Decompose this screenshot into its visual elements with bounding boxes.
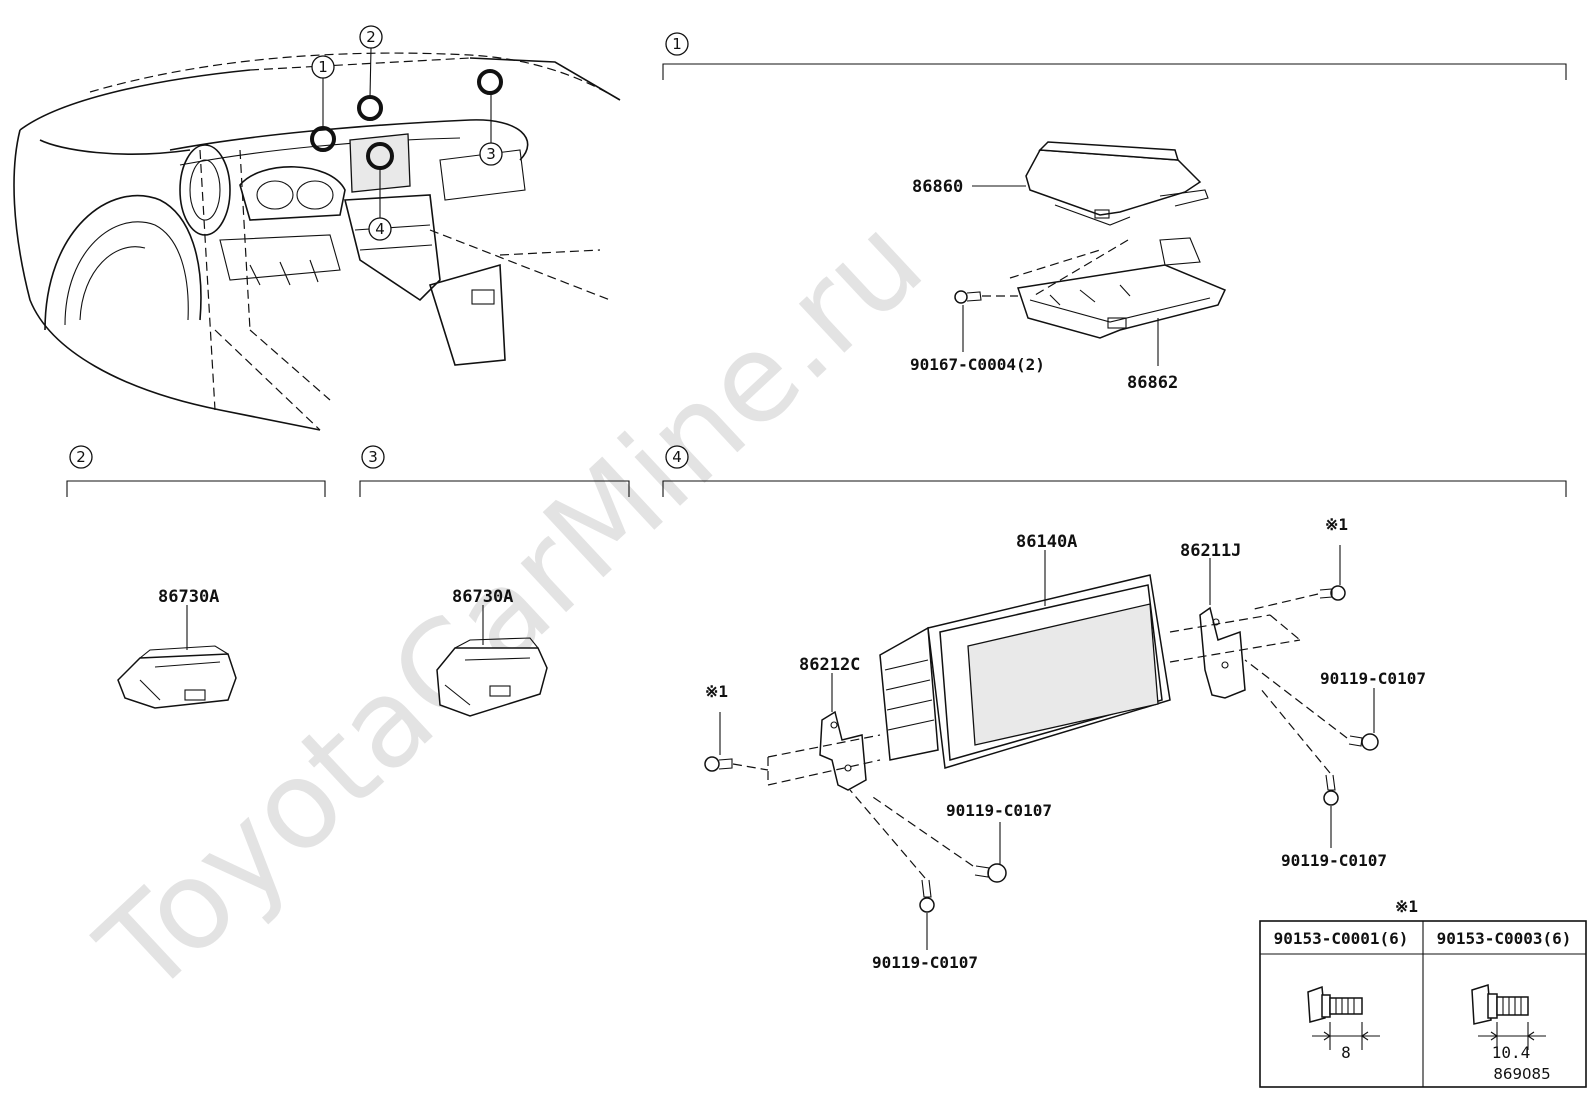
section-3: 3 86730A [359,445,630,717]
svg-text:3: 3 [486,145,496,163]
part-label-86212C: 86212C [799,655,860,675]
section-1-marker [665,32,689,56]
part-label-86211J: 86211J [1180,541,1241,561]
location-marker-1 [310,126,336,152]
part-label-86730A-section-2: 86730A [158,587,219,607]
part-86860-drawing [1025,141,1209,226]
section-3-label: 3 [368,448,378,466]
part-label-86140A: 86140A [1016,532,1077,552]
part-86211J-drawing [1169,606,1301,699]
note-mark-left: ※1 [705,682,728,701]
part-label-90119-C0107-right-upper: 90119-C0107 [1320,669,1426,688]
location-marker-3 [477,69,503,95]
section-1: 1 86860 86862 9 [662,32,1567,393]
section-3-marker [361,445,385,469]
bolt-table-mark: ※1 [1395,897,1418,916]
bolt-90119-center-drawing [869,794,1007,883]
svg-text:4: 4 [375,220,385,238]
overview-callout-2: 2 [359,25,383,49]
part-86730A-a-drawing [117,645,237,709]
part-label-90119-C0107-right-lower: 90119-C0107 [1281,851,1387,870]
section-2-label: 2 [76,448,86,466]
overview-callout-4: 4 [368,217,392,241]
section-2: 2 86730A [66,445,326,709]
section-4-label: 4 [672,448,682,466]
svg-text:1: 1 [318,58,328,76]
part-label-90167-C0004: 90167-C0004(2) [910,355,1045,374]
overview-car-interior: 1 2 3 4 [13,25,621,431]
bolt-90153-C0003-drawing [1471,984,1546,1050]
part-86862-drawing [1009,237,1227,339]
bolt-top-right-drawing [1249,545,1346,611]
location-marker-2 [357,95,383,121]
svg-text:2: 2 [366,28,376,46]
part-86730A-b-drawing [436,637,548,717]
part-86212C-drawing [767,710,881,791]
bolt-90119-right-lower-drawing [1259,687,1339,848]
bolt-left-drawing [704,712,769,772]
bolt-90119-bottom-drawing [849,789,935,950]
bolt-table-col2-part: 90153-C0003(6) [1437,929,1572,948]
overview-callout-3: 3 [479,142,503,166]
bolt-table: ※1 90153-C0001(6) 90153-C0003(6) 8 [1259,897,1587,1088]
diagram-code: 869085 [1493,1065,1550,1083]
bolt-table-col1-part: 90153-C0001(6) [1274,929,1409,948]
bolt-table-col2-dim: 10.4 [1492,1043,1531,1062]
part-label-86860: 86860 [912,177,963,197]
section-4-marker [665,445,689,469]
bolt-90167-drawing [954,290,1018,304]
part-label-90119-C0107-center: 90119-C0107 [946,801,1052,820]
bolt-90119-right-upper-drawing [1244,659,1379,751]
part-label-86862: 86862 [1127,373,1178,393]
part-label-86730A-section-3: 86730A [452,587,513,607]
section-1-label: 1 [672,35,682,53]
section-4: 4 86140A 86211J [662,445,1567,972]
part-86140A-drawing [879,574,1171,769]
overview-callout-1: 1 [311,55,335,79]
bolt-table-col1-dim: 8 [1341,1043,1351,1062]
part-label-90119-C0107-bottom: 90119-C0107 [872,953,978,972]
bolt-90153-C0001-drawing [1307,985,1380,1050]
note-mark-top-right: ※1 [1325,515,1348,534]
section-2-marker [69,445,93,469]
